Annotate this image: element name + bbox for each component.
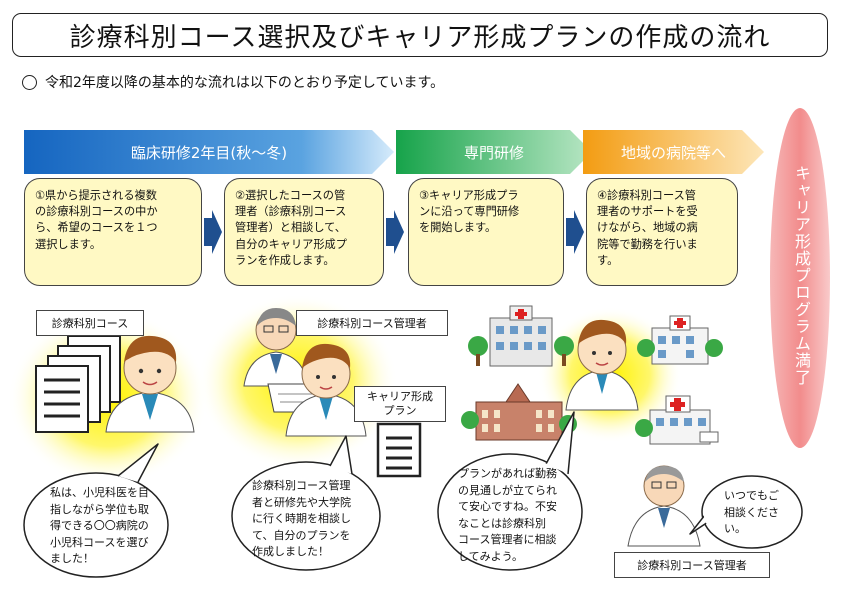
bubble-line: コース管理者に相談 bbox=[458, 533, 557, 546]
plan-label: キャリア形成 プラン bbox=[354, 386, 446, 422]
course-label: 診療科別コース bbox=[36, 310, 144, 336]
phase-label-specialty: 専門研修 bbox=[463, 144, 524, 162]
step-2-line: 理者（診療科別コース bbox=[235, 205, 347, 219]
bubble-3-text: プランがあれば勤務 の見通しが立てられ て安心ですね。不安 なことは診療科別 コ… bbox=[458, 466, 557, 565]
plan-document-icon bbox=[376, 422, 422, 478]
step-2-line: ②選択したコースの管 bbox=[235, 189, 346, 202]
hospital-icon-3 bbox=[637, 315, 723, 365]
bubble-4-text: いつでもご 相談くださ い。 bbox=[724, 488, 779, 538]
doctor-icon-3 bbox=[565, 319, 639, 411]
bubble-1-text: 私は、小児科医を目 指しながら学位も取 得できる〇〇病院の 小児科コースを選び … bbox=[50, 485, 149, 568]
bubble-line: ました！ bbox=[50, 552, 94, 565]
intro-line: 令和2年度以降の基本的な流れは以下のとおり予定しています。 bbox=[22, 72, 444, 92]
phase-arrow-2 bbox=[396, 130, 592, 174]
step-1-line: ①県から提示される複数 bbox=[35, 189, 157, 202]
step-arrow-1 bbox=[204, 210, 222, 254]
bubble-line: プランがあれば勤務 bbox=[458, 467, 557, 480]
hospital-icon-1 bbox=[468, 305, 574, 367]
bubble-line: て、自分のプランを bbox=[252, 528, 351, 542]
step-arrow-3 bbox=[566, 210, 584, 254]
bubble-line: いつでもご bbox=[724, 489, 779, 502]
bubble-line: 作成しました！ bbox=[252, 545, 329, 558]
manager-label-top: 診療科別コース管理者 bbox=[296, 310, 448, 336]
senior-doctor-icon-2 bbox=[627, 465, 701, 547]
manager-label-bottom: 診療科別コース管理者 bbox=[614, 552, 770, 578]
bubble-line: 指しながら学位も取 bbox=[50, 502, 149, 516]
bubble-line: 私は、小児科医を目 bbox=[50, 486, 149, 499]
plan-label-line: プラン bbox=[383, 404, 417, 417]
bubble-line: 得できる〇〇病院の bbox=[50, 519, 149, 532]
bubble-line: 診療科別コース管理 bbox=[252, 479, 351, 492]
bubble-line: なことは診療科別 bbox=[458, 516, 546, 530]
bubble-line: 相談くださ bbox=[724, 505, 779, 519]
step-4-line: けながら、地域の病 bbox=[597, 221, 698, 235]
intro-text: 令和2年度以降の基本的な流れは以下のとおり予定しています。 bbox=[45, 75, 445, 91]
step-box-4: ④診療科別コース管 理者のサポートを受 けながら、地域の病 院等で勤務を行いま … bbox=[586, 178, 738, 286]
step-box-2: ②選択したコースの管 理者（診療科別コース 管理者）と相談して、 自分のキャリア… bbox=[224, 178, 384, 286]
doctor-icon-2 bbox=[285, 343, 367, 437]
step-2-line: ランを作成します。 bbox=[235, 253, 335, 267]
step-4-line: 院等で勤務を行いま bbox=[597, 237, 698, 251]
step-arrow-2 bbox=[386, 210, 404, 254]
plan-label-line: キャリア形成 bbox=[367, 389, 433, 403]
step-box-1: ①県から提示される複数 の診療科別コースの中か ら、希望のコースを１つ 選択しま… bbox=[24, 178, 202, 286]
step-box-3: ③キャリア形成プラ ンに沿って専門研修 を開始します。 bbox=[408, 178, 564, 286]
step-2-line: 管理者）と相談して、 bbox=[235, 221, 346, 235]
bubble-line: 者と研修先や大学院 bbox=[252, 495, 351, 509]
step-4-line: す。 bbox=[597, 253, 619, 267]
step-4-line: 理者のサポートを受 bbox=[597, 205, 698, 219]
step-3-line: を開始します。 bbox=[419, 221, 497, 235]
bubble-line: の見通しが立てられ bbox=[458, 483, 557, 497]
step-1-line: 選択します。 bbox=[35, 237, 102, 251]
title-box: 診療科別コース選択及びキャリア形成プランの作成の流れ bbox=[12, 13, 828, 57]
completion-text: キャリア形成プログラム満了 bbox=[792, 164, 811, 386]
bubble-line: い。 bbox=[724, 522, 746, 535]
phase-label-clinical: 臨床研修2年目(秋～冬) bbox=[130, 144, 288, 162]
page-title: 診療科別コース選択及びキャリア形成プランの作成の流れ bbox=[69, 22, 771, 53]
phase-arrow-1 bbox=[24, 130, 394, 174]
bubble-line: に行く時期を相談し bbox=[252, 512, 351, 525]
phase-arrow-3 bbox=[583, 130, 764, 174]
bubble-line: て安心ですね。不安 bbox=[458, 500, 557, 513]
step-3-line: ③キャリア形成プラ bbox=[419, 189, 519, 202]
document-stack-icon bbox=[35, 335, 121, 433]
step-4-line: ④診療科別コース管 bbox=[597, 189, 696, 202]
bubble-line: 小児科コースを選び bbox=[50, 535, 149, 549]
phase-label-regional: 地域の病院等へ bbox=[620, 144, 726, 162]
senior-doctor-icon bbox=[243, 308, 309, 387]
step-1-line: ら、希望のコースを１つ bbox=[35, 221, 158, 235]
completion-oval bbox=[770, 108, 830, 448]
doctor-icon-1 bbox=[105, 335, 195, 433]
bubble-2-text: 診療科別コース管理 者と研修先や大学院 に行く時期を相談し て、自分のプランを … bbox=[252, 478, 351, 561]
hospital-icon-4 bbox=[635, 395, 719, 445]
bubble-line: してみよう。 bbox=[458, 549, 524, 563]
step-1-line: の診療科別コースの中か bbox=[35, 205, 158, 219]
step-2-line: 自分のキャリア形成プ bbox=[235, 237, 347, 251]
circle-bullet-icon bbox=[22, 74, 37, 90]
step-3-line: ンに沿って専門研修 bbox=[419, 205, 520, 219]
